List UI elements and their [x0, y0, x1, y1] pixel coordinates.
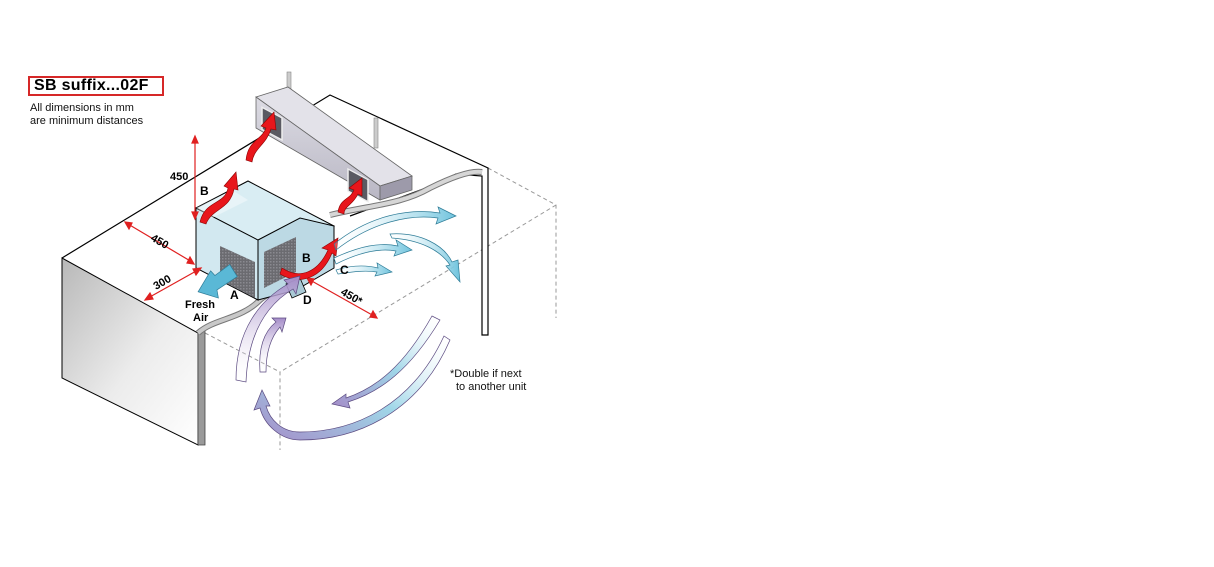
hot-air-arrow-top	[199, 171, 239, 225]
footnote-line1: *Double if next	[450, 368, 522, 380]
fresh-air-arrow	[197, 264, 238, 299]
label-c: C	[340, 263, 349, 277]
dimension-front: 300	[152, 273, 174, 293]
diagram-title: SB suffix...02F	[28, 76, 164, 96]
dimensions-note-line1: All dimensions in mm	[30, 102, 134, 114]
hot-air-arrow-duct-right	[337, 177, 363, 215]
dimension-lines	[123, 134, 379, 319]
label-b-top: B	[200, 184, 209, 198]
dimension-side: 450*	[339, 286, 365, 308]
label-d: D	[303, 293, 312, 307]
hot-air-arrows	[199, 111, 363, 280]
cool-air-arrows	[197, 206, 461, 299]
label-b-side: B	[302, 251, 311, 265]
footnote-line2: to another unit	[456, 381, 527, 393]
return-air-arrows	[235, 275, 451, 441]
hot-air-arrow-duct-left	[245, 111, 277, 163]
dimension-vertical: 450	[170, 171, 188, 183]
dimensions-note-line2: are minimum distances	[30, 115, 144, 127]
label-air: Air	[193, 312, 209, 324]
dimensions-note: All dimensions in mm are minimum distanc…	[30, 102, 143, 128]
label-a: A	[230, 288, 239, 302]
exhaust-duct	[255, 71, 413, 203]
footnote: *Double if next to another unit	[450, 368, 526, 394]
label-fresh: Fresh	[185, 299, 215, 311]
